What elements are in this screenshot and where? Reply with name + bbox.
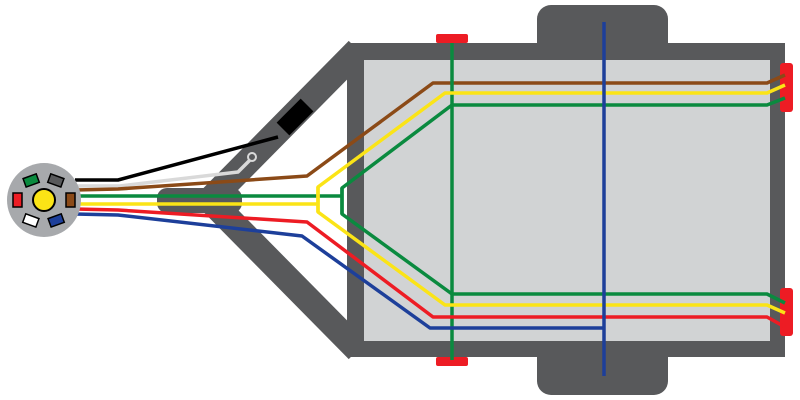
side-marker-light-top [436, 34, 468, 43]
wire-yellow-lower [316, 187, 786, 315]
wire-red [74, 207, 786, 329]
wire-white [75, 158, 252, 188]
wire-blue [74, 212, 604, 330]
wire-black [75, 135, 279, 182]
ground-ring-icon [247, 152, 257, 162]
tongue-lower-arm [195, 185, 368, 360]
7-pin-connector-icon [7, 163, 81, 237]
coupler [157, 188, 242, 213]
trailer-deck [364, 60, 770, 341]
tail-light-bottom [780, 288, 793, 336]
wire-brown [74, 73, 786, 192]
junction-box-icon [276, 98, 314, 136]
side-marker-light-bottom [436, 357, 468, 366]
